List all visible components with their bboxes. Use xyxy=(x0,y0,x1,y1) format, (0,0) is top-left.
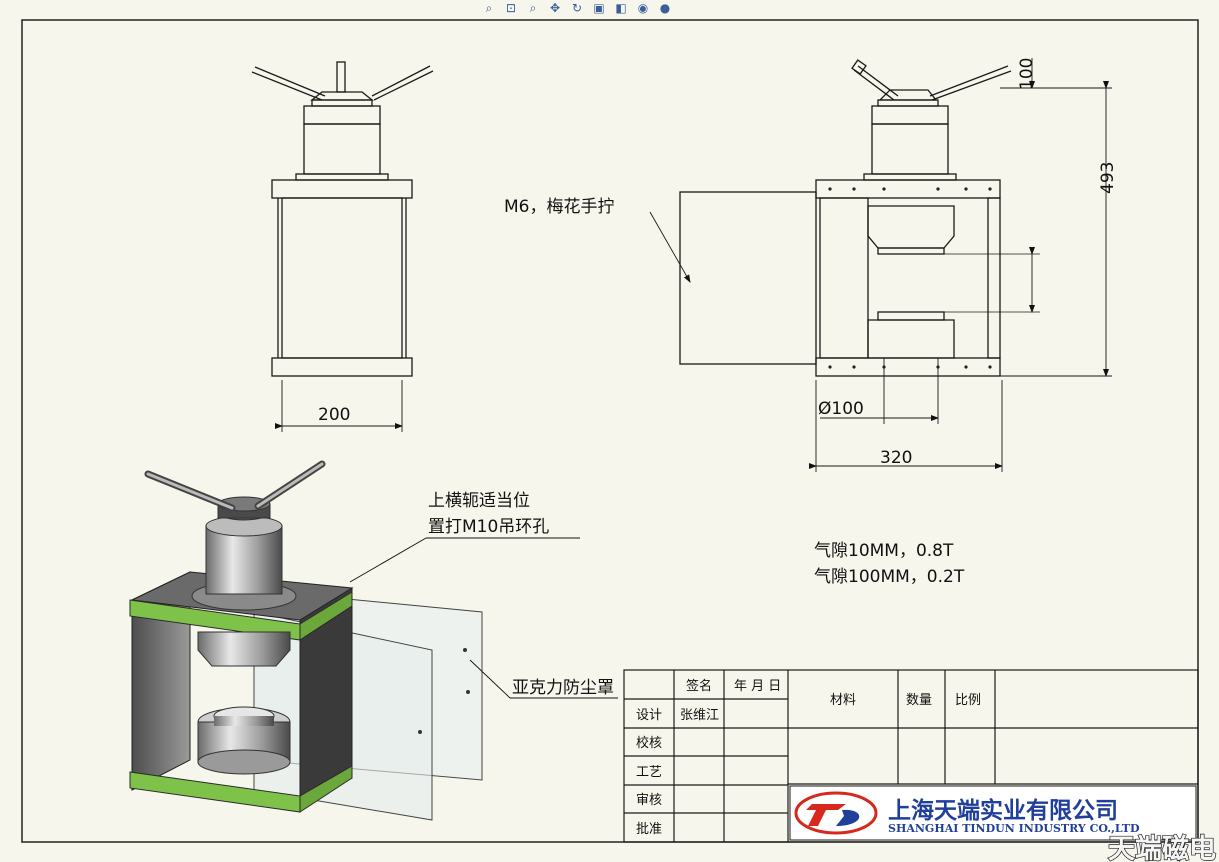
view-orient-icon[interactable]: ▣ xyxy=(593,1,605,15)
dim-side-width: 320 xyxy=(880,448,912,468)
dim-diameter: Ø100 xyxy=(818,399,864,419)
tb-header-date: 年 月 日 xyxy=(734,679,781,694)
zoom-area-icon[interactable]: ⊡ xyxy=(505,1,517,15)
note-cover: 亚克力防尘罩 xyxy=(512,678,614,698)
tb-quantity: 数量 xyxy=(906,693,932,708)
tb-scale: 比例 xyxy=(955,693,981,708)
sheet-border xyxy=(21,19,1199,843)
pan-icon[interactable]: ✥ xyxy=(549,1,561,15)
plate-holes xyxy=(828,187,992,369)
dim-height: 493 xyxy=(1098,162,1118,194)
tb-row-label: 批准 xyxy=(636,822,662,837)
isometric-view xyxy=(129,460,618,821)
watermark: 天端磁电 xyxy=(1108,834,1216,862)
appearance-icon[interactable]: ● xyxy=(659,1,671,15)
rotate-icon[interactable]: ↻ xyxy=(571,1,583,15)
zoom-fit-icon[interactable]: ⌕ xyxy=(485,1,493,15)
company-name-cn: 上海天端实业有限公司 xyxy=(888,797,1118,824)
tb-row-label: 校核 xyxy=(636,735,662,751)
tb-row-label: 审核 xyxy=(636,793,662,808)
front-view xyxy=(251,61,434,432)
tb-header-sign: 签名 xyxy=(686,678,712,694)
view-toolbar: ⌕ ⊡ ⌕ ✥ ↻ ▣ ◧ ◉ ● xyxy=(480,0,674,18)
note-hole-line2: 置打M10吊环孔 xyxy=(428,517,549,537)
display-style-icon[interactable]: ◧ xyxy=(615,1,627,15)
zoom-icon[interactable]: ⌕ xyxy=(529,1,537,15)
hide-show-icon[interactable]: ◉ xyxy=(637,1,649,15)
tb-designer: 张维江 xyxy=(680,708,719,723)
note-knob: M6，梅花手拧 xyxy=(504,197,614,217)
note-hole-line1: 上横轭适当位 xyxy=(428,491,530,511)
note-gap1: 气隙10MM，0.8T xyxy=(814,541,954,561)
company-logo xyxy=(794,791,878,835)
note-gap2: 气隙100MM，0.2T xyxy=(814,567,965,587)
dim-top-offset: 100 xyxy=(1017,58,1037,90)
tb-material: 材料 xyxy=(830,693,856,708)
tb-row-label: 设计 xyxy=(636,708,662,723)
dim-front-width: 200 xyxy=(318,405,350,425)
title-block xyxy=(623,669,1199,843)
company-name-en: SHANGHAI TINDUN INDUSTRY CO.,LTD xyxy=(888,822,1140,835)
side-view xyxy=(649,58,1112,472)
tb-row-label: 工艺 xyxy=(636,765,662,780)
